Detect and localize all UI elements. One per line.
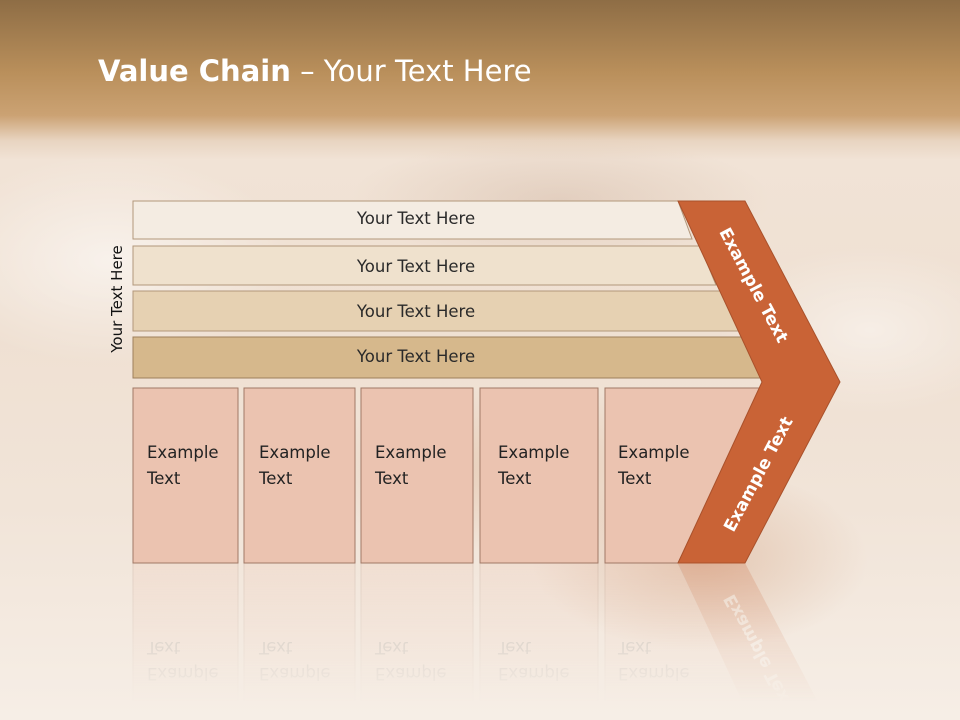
- header-row: Your Text Here: [132, 336, 764, 379]
- reflection-text: Example Text: [146, 638, 219, 683]
- reflection-text-line1: Example: [375, 664, 447, 683]
- header-row-text: Your Text Here: [356, 209, 475, 228]
- column-box-shape: [132, 387, 239, 564]
- reflection-text: Example Text: [258, 638, 331, 683]
- column-box-shape: [243, 387, 356, 564]
- column-box-line1: Example: [259, 443, 331, 462]
- reflection-column: [479, 562, 599, 720]
- reflection-text-line2: Text: [146, 638, 181, 657]
- column-box-line2: Text: [374, 469, 409, 488]
- reflection-column: [243, 562, 356, 720]
- reflection-text-line2: Text: [617, 638, 652, 657]
- reflection-column: [360, 562, 474, 720]
- page-title: Value Chain – Your Text Here: [98, 54, 532, 88]
- column-box-shape: [360, 387, 474, 564]
- reflection-text-line1: Example: [259, 664, 331, 683]
- reflection: Example Text Example Text Example Text Exam…: [132, 562, 828, 720]
- reflection-text-line1: Example: [618, 664, 690, 683]
- header-row-shape: [132, 245, 717, 286]
- header-row-shape: [132, 200, 693, 240]
- header-row: Your Text Here: [132, 200, 693, 240]
- column-box-line2: Text: [497, 469, 532, 488]
- reflection-text-line2: Text: [497, 638, 532, 657]
- title-rest: – Your Text Here: [290, 54, 532, 88]
- column-box-line1: Example: [618, 443, 690, 462]
- column-box-line1: Example: [147, 443, 219, 462]
- column-box-line2: Text: [258, 469, 293, 488]
- reflection-text-line2: Text: [374, 638, 409, 657]
- column-box-line2: Text: [617, 469, 652, 488]
- reflection-column: [132, 562, 239, 720]
- header-row: Your Text Here: [132, 245, 717, 286]
- column-box-line1: Example: [498, 443, 570, 462]
- header-row-text: Your Text Here: [356, 257, 475, 276]
- header-row: Your Text Here: [132, 290, 740, 332]
- header-band: [0, 0, 960, 160]
- column-box-shape: [479, 387, 599, 564]
- reflection-text-line1: Example: [147, 664, 219, 683]
- header-row-text: Your Text Here: [356, 347, 475, 366]
- column-box-line1: Example: [375, 443, 447, 462]
- reflection-text-line2: Text: [258, 638, 293, 657]
- reflection-column: [604, 562, 754, 720]
- column-box-line2: Text: [146, 469, 181, 488]
- reflection-chevron: [678, 563, 828, 720]
- reflection-text: Example Text: [617, 638, 690, 683]
- chevron-shape: [677, 200, 841, 564]
- reflection-text-line1: Example: [498, 664, 570, 683]
- reflection-text: Example Text: [497, 638, 570, 683]
- header-row-text: Your Text Here: [356, 302, 475, 321]
- title-bold: Value Chain: [98, 54, 291, 88]
- reflection-text: Example Text: [374, 638, 447, 683]
